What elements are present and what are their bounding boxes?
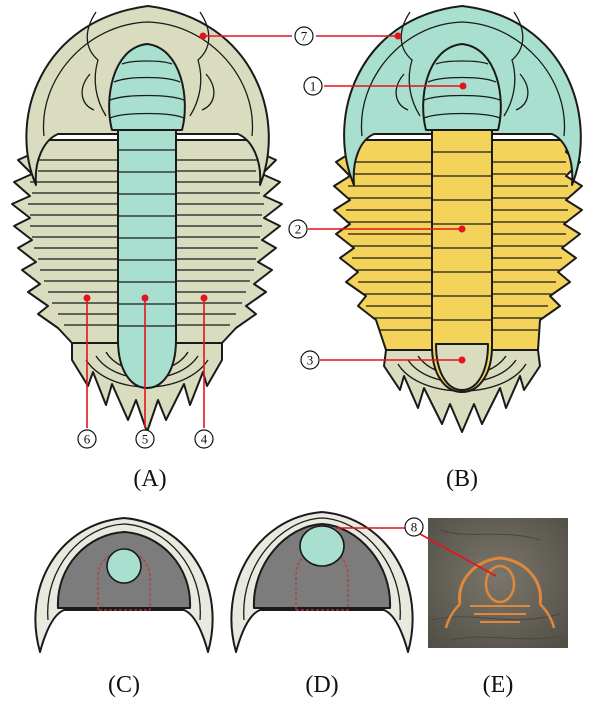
svg-text:6: 6 (84, 432, 91, 447)
dot-6 (83, 294, 91, 302)
rock-matrix (428, 518, 568, 648)
dot-7-left (199, 32, 207, 40)
eye-right-b (515, 73, 529, 111)
callout-3: 3 (300, 350, 320, 370)
cephalic-border-a (42, 21, 254, 137)
svg-text:1: 1 (310, 79, 317, 94)
trilobite-panel-b (333, 5, 583, 433)
dot-7-right (394, 32, 402, 40)
leader-lines (83, 32, 497, 577)
rock-texture (431, 529, 561, 641)
glabellar-furrows-a (109, 60, 185, 119)
eye-right-a (201, 73, 215, 111)
cephalic-border-d (243, 517, 401, 621)
callout-4: 4 (194, 429, 214, 449)
callout-8: 8 (404, 517, 424, 537)
cephalon-panel-d (230, 511, 414, 653)
facial-suture-left-b (400, 11, 421, 117)
leader-8-right (419, 533, 497, 577)
svg-text:3: 3 (307, 353, 314, 368)
callout-7: 7 (294, 26, 314, 46)
panel-label-a: (A) (133, 466, 166, 492)
svg-text:5: 5 (142, 432, 149, 447)
glabellar-furrows-b (423, 60, 501, 119)
glabella-outline-c (97, 551, 151, 611)
eye-left-b (395, 73, 409, 111)
dot-1 (459, 82, 467, 90)
dot-3 (458, 356, 466, 364)
dot-5 (141, 294, 149, 302)
cephalic-border-c (47, 523, 201, 621)
axial-lobe-b (431, 129, 493, 393)
callout-1: 1 (303, 76, 323, 96)
panel-labels: (A) (B) (C) (D) (E) (108, 466, 513, 698)
svg-text:4: 4 (201, 432, 208, 447)
axial-lobe-a (117, 129, 177, 389)
callout-numbers: 7 1 2 3 6 5 4 8 (77, 26, 424, 537)
glabella-c (106, 548, 142, 584)
panel-label-e: (E) (483, 672, 514, 698)
dot-2 (458, 225, 466, 233)
facial-suture-right-a (189, 11, 210, 117)
svg-text:8: 8 (411, 520, 418, 535)
panel-label-d: (D) (305, 672, 338, 698)
trilobite-panel-a (11, 5, 283, 433)
fossil-genal-spines (444, 603, 556, 629)
callout-6: 6 (77, 429, 97, 449)
panel-label-c: (C) (108, 672, 140, 698)
panel-label-b: (B) (446, 466, 478, 492)
svg-text:7: 7 (301, 29, 308, 44)
axial-rings-b (432, 151, 492, 321)
glabella-d (299, 525, 345, 567)
fossil-glabella (484, 564, 516, 604)
eye-left-a (81, 73, 95, 111)
pygidial-axis-b (435, 343, 489, 391)
fossil-photo-e (428, 518, 568, 648)
callout-2: 2 (288, 219, 308, 239)
cephalon-panel-c (34, 517, 214, 653)
facial-suture-left-a (86, 11, 107, 117)
glabella-a (108, 43, 186, 131)
svg-text:2: 2 (295, 222, 302, 237)
callout-5: 5 (135, 429, 155, 449)
axial-rings-a (118, 149, 176, 327)
fossil-thorax (470, 605, 530, 623)
facial-suture-right-b (503, 11, 524, 117)
fossil-cephalon (458, 556, 542, 605)
dot-4 (200, 294, 208, 302)
